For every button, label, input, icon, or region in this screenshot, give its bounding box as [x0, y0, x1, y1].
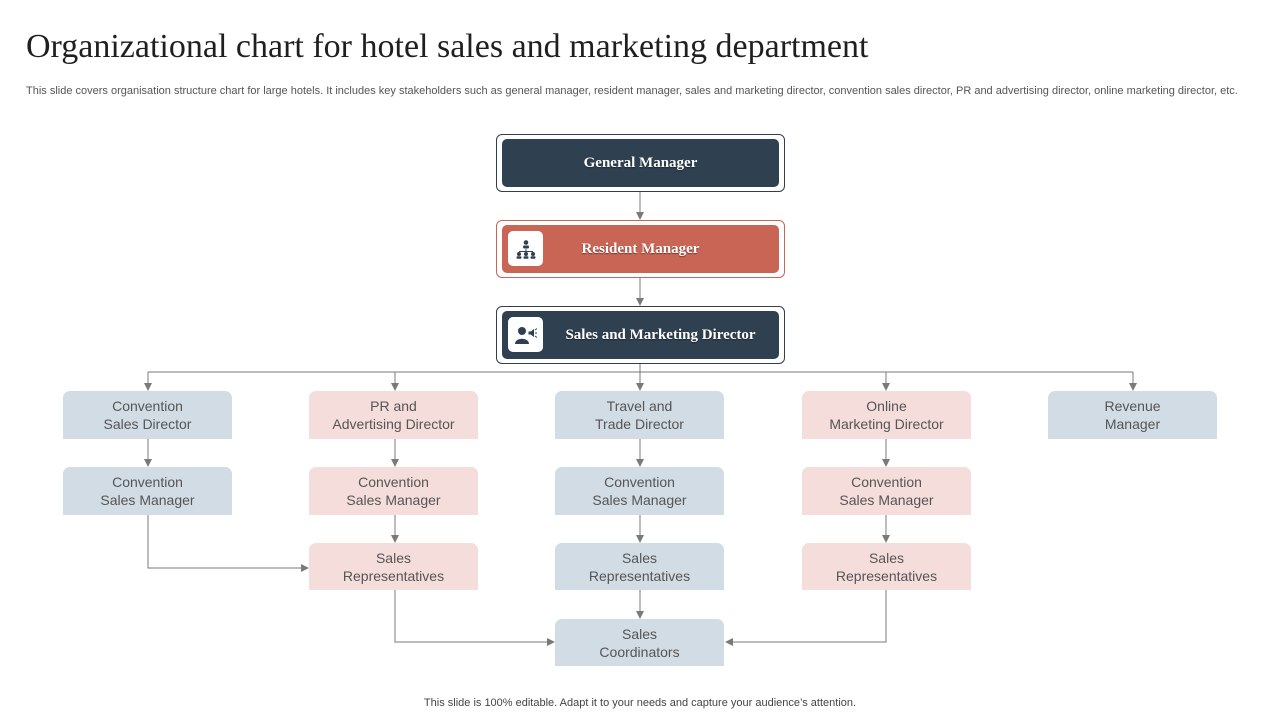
convention-sales-director-node: Convention Sales Director	[63, 391, 232, 439]
sales-coordinators-node: Sales Coordinators	[555, 619, 724, 666]
footer-note: This slide is 100% editable. Adapt it to…	[423, 697, 857, 709]
resident-manager-node: Resident Manager	[496, 220, 785, 278]
convention-sales-manager-node-1: Convention Sales Manager	[63, 467, 232, 515]
connector-col1-mgr-to-reps	[147, 515, 309, 572]
sales-representatives-node-1: Sales Representatives	[309, 543, 478, 590]
sales-representatives-node-2: Sales Representatives	[555, 543, 724, 590]
page-subtitle: This slide covers organisation structure…	[26, 85, 1238, 97]
sales-marketing-director-label: Sales and Marketing Director	[565, 326, 756, 343]
resident-manager-label: Resident Manager	[581, 240, 700, 257]
pr-advertising-director-node: PR and Advertising Director	[309, 391, 478, 439]
convention-sales-manager-node-3: Convention Sales Manager	[555, 467, 724, 515]
convention-sales-manager-node-4: Convention Sales Manager	[802, 467, 971, 515]
travel-trade-director-node: Travel and Trade Director	[555, 391, 724, 439]
online-marketing-director-node: Online Marketing Director	[802, 391, 971, 439]
team-hierarchy-icon	[508, 231, 543, 266]
sales-representatives-node-3: Sales Representatives	[802, 543, 971, 590]
page-title: Organizational chart for hotel sales and…	[26, 28, 869, 65]
general-manager-node: General Manager	[496, 134, 785, 192]
revenue-manager-node: Revenue Manager	[1048, 391, 1217, 439]
sales-marketing-director-node: Sales and Marketing Director	[496, 306, 785, 364]
person-megaphone-icon	[508, 317, 543, 352]
connector-col2-reps-to-coord	[394, 590, 555, 646]
connector-col4-reps-to-coord	[725, 590, 887, 646]
convention-sales-manager-node-2: Convention Sales Manager	[309, 467, 478, 515]
general-manager-label: General Manager	[502, 139, 779, 187]
